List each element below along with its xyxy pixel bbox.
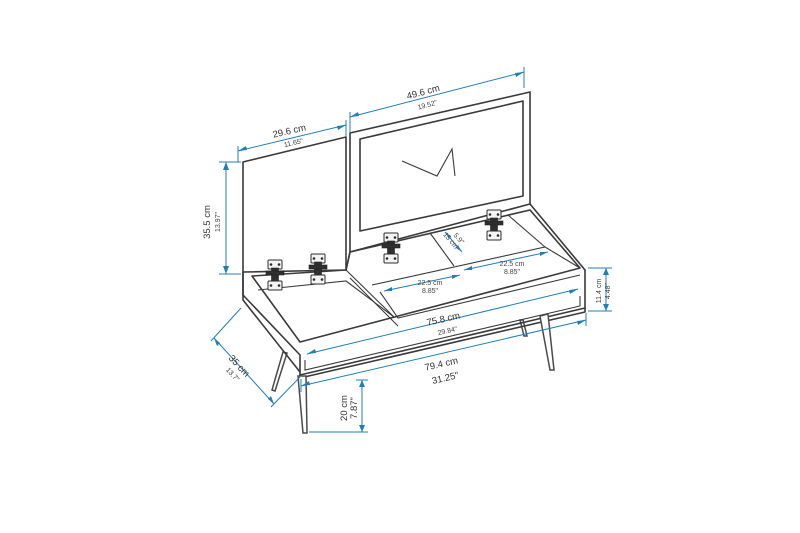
total-width-imperial: 31.25" [431, 370, 460, 387]
compartment-right-metric: 22.5 cm [500, 261, 525, 268]
hinge-icon [265, 259, 285, 291]
left-lid-width-imperial: 11.65" [283, 138, 304, 149]
leg-height-imperial: 7.87" [349, 397, 360, 419]
mirror-reflection-mark [401, 147, 456, 177]
box-height-metric: 11.4 cm [596, 279, 603, 304]
front-right-leg [539, 313, 555, 371]
hinge-icon [484, 209, 504, 241]
mirror [359, 100, 524, 232]
inner-rim [251, 209, 581, 343]
box-left-side [242, 271, 301, 373]
hinge-icon [381, 232, 401, 264]
compartment-left-imperial: 8.85" [422, 288, 439, 295]
left-bay-floor [257, 280, 395, 318]
inner-width-imperial: 29.84" [437, 326, 459, 337]
lid-height-metric: 35.5 cm [202, 205, 213, 239]
furniture-body [242, 91, 586, 434]
compartment-right-imperial: 8.85" [504, 269, 521, 276]
lid-height-imperial: 13.97" [215, 211, 222, 232]
hinge-icon [308, 253, 328, 285]
center-tray-front [379, 274, 581, 319]
small-divider-1 [429, 232, 455, 267]
center-tray-back [371, 246, 581, 286]
box-height-imperial: 4.48" [605, 282, 612, 299]
compartment-left-metric: 22.5 cm [418, 280, 443, 287]
back-left-leg [271, 351, 288, 392]
front-left-leg [297, 375, 308, 434]
top-width-imperial: 19.52" [417, 99, 439, 111]
small-divider-2 [507, 214, 546, 248]
left-lid-panel [242, 136, 347, 273]
leg-height-metric: 20 cm [339, 395, 350, 421]
left-compartment-divider [345, 269, 399, 327]
dimension-lines [210, 67, 612, 433]
box-inner-front [304, 296, 581, 371]
